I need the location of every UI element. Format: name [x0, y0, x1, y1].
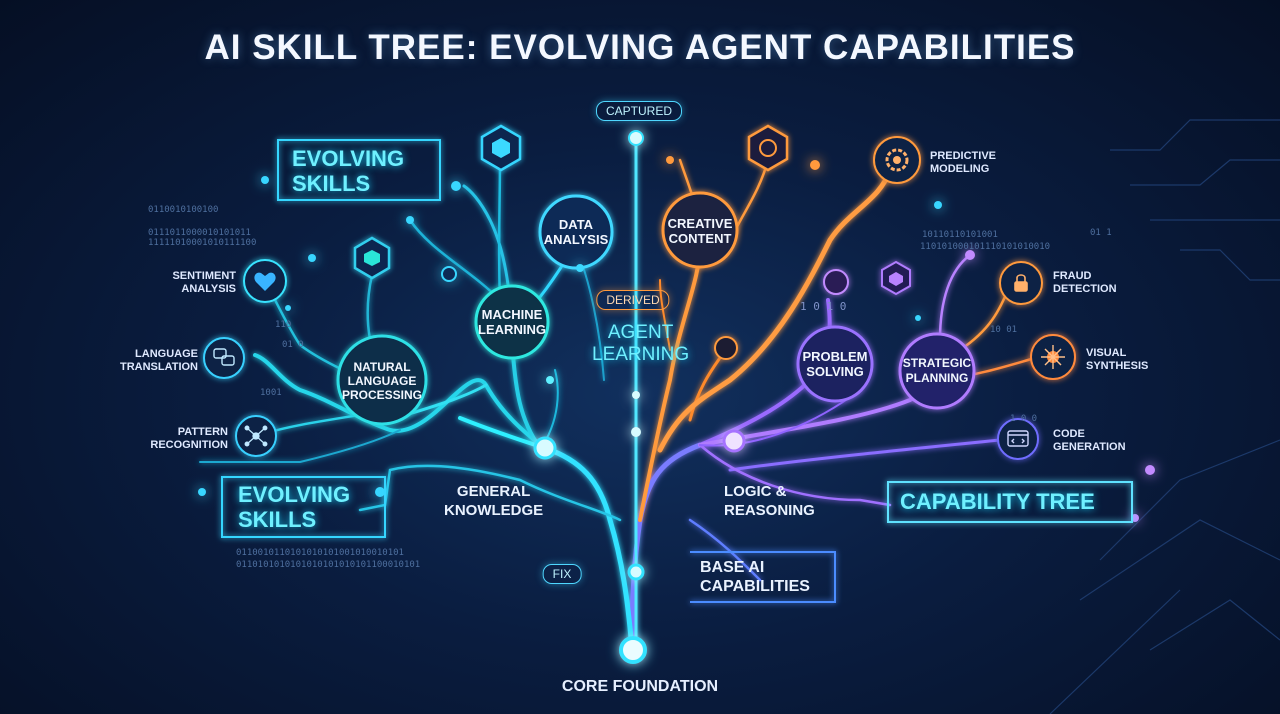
hex-inner-purple [889, 272, 903, 286]
dot-j [375, 487, 385, 497]
code-icon-circle[interactable] [997, 418, 1039, 460]
dot-d [261, 176, 269, 184]
predictive-label: PREDICTIVE MODELING [930, 150, 997, 175]
dot-c [451, 181, 461, 191]
captured-chip: CAPTURED [595, 101, 683, 121]
dot-g [406, 216, 414, 224]
nlp-label: NATURAL LANGUAGE PROCESSING [341, 360, 423, 402]
core-foundation-label: CORE FOUNDATION [561, 678, 719, 695]
circuit-lines [1049, 119, 1280, 714]
dot-q [915, 315, 921, 321]
junction-right [722, 429, 746, 453]
problem-solving-label: PROBLEM SOLVING [802, 349, 868, 379]
creative-content-node[interactable] [661, 191, 739, 269]
logic-reasoning-label: LOGIC & REASONING [724, 483, 815, 519]
machine-learning-label: MACHINE LEARNING [478, 307, 546, 337]
evolving-top-box [277, 139, 441, 201]
mid-node-upper [632, 391, 640, 399]
base-ai-box [690, 551, 836, 603]
binary-text-7: 1 0 1 0 [800, 300, 847, 313]
data-analysis-label: DATA ANALYSIS [543, 217, 609, 247]
binary-text-10: 0110010110101010101001010010101 [236, 548, 404, 558]
binary-text-12: 10 01 [990, 325, 1018, 335]
dot-o [1145, 465, 1155, 475]
root-node [619, 636, 647, 664]
binary-text-4: 110 [275, 320, 292, 330]
hex-icon-orange [747, 124, 789, 172]
heart-icon [254, 272, 276, 291]
capability-tree-box [887, 481, 1133, 523]
strategic-planning-label: STRATEGIC PLANNING [902, 356, 972, 385]
evolving-bottom-box [221, 476, 386, 538]
machine-learning-node[interactable] [474, 284, 550, 360]
sentiment-label: SENTIMENT ANALYSIS [172, 270, 236, 295]
dot-m [965, 250, 975, 260]
gear-icon [885, 148, 909, 172]
dot-f [285, 305, 291, 311]
agent-learning-label: AGENT LEARNING [592, 322, 690, 365]
network-icon [244, 425, 268, 447]
code-window-icon [1007, 430, 1029, 447]
capability-tree-label: CAPABILITY TREE [900, 489, 1095, 514]
dot-e [308, 254, 316, 262]
purple-dot-node [823, 269, 849, 295]
dot-a [546, 376, 554, 384]
problem-solving-node[interactable] [796, 325, 874, 403]
binary-text-1: 0110010100100 [148, 205, 219, 215]
pattern-label: PATTERN RECOGNITION [150, 426, 228, 451]
hex-inner-left [364, 250, 380, 266]
base-ai-label: BASE AI CAPABILITIES [700, 559, 810, 595]
binary-text-14: 1 0 0 [1010, 414, 1038, 424]
evolving-skills-bottom: EVOLVING SKILLS [238, 482, 351, 532]
visual-label: VISUAL SYNTHESIS [1086, 347, 1149, 372]
binary-text-8: 10110110101001 [922, 230, 998, 240]
code-label: CODE GENERATION [1053, 428, 1126, 453]
chat-bubbles-icon [213, 348, 235, 366]
creative-content-label: CREATIVE CONTENT [667, 216, 733, 246]
junction-left [533, 436, 557, 460]
translation-label: LANGUAGE TRANSLATION [119, 348, 198, 373]
binary-text-9: 110101000101110101010010 [920, 242, 1051, 252]
lock-icon [1014, 274, 1028, 292]
binary-text-6: 1001 [260, 388, 282, 398]
junction-trunk [627, 563, 645, 581]
nlp-node[interactable] [336, 334, 428, 426]
hex-inner-orange [759, 139, 777, 157]
binary-text-11: 0110101010101010101010101100010101 [236, 560, 421, 570]
mid-node [631, 427, 641, 437]
dot-b [441, 266, 457, 282]
top-node [628, 130, 644, 146]
derived-chip: DERIVED [596, 290, 670, 310]
page-title: AI SKILL TREE: EVOLVING AGENT CAPABILITI… [204, 28, 1076, 67]
dot-k [666, 156, 674, 164]
evolving-skills-top: EVOLVING SKILLS [292, 146, 405, 196]
dot-h [576, 264, 584, 272]
binary-text-2: 0111011000010101011 [148, 228, 251, 238]
fraud-label: FRAUD DETECTION [1053, 270, 1117, 295]
dot-n [934, 201, 942, 209]
general-knowledge-label: GENERAL KNOWLEDGE [444, 483, 544, 519]
dot-l [810, 160, 820, 170]
dot-i [198, 488, 206, 496]
orange-dot-node [714, 336, 738, 360]
sparkle-icon [1041, 345, 1065, 369]
binary-text-3: 11111010001010111100 [148, 238, 257, 248]
fix-chip: FIX [542, 564, 582, 584]
binary-text-5: 01 0 [282, 340, 304, 350]
binary-text-13: 01 1 [1090, 228, 1112, 238]
hex-inner-top [492, 138, 510, 158]
strategic-planning-node[interactable] [898, 332, 976, 410]
